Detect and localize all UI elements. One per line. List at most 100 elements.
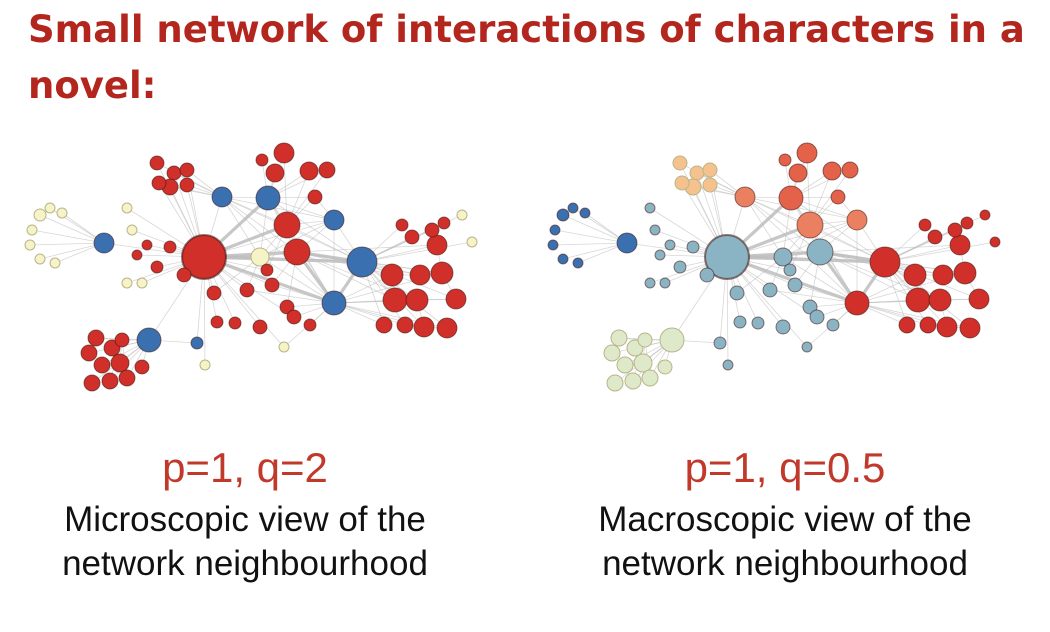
network-node	[556, 208, 570, 222]
network-edge	[267, 197, 363, 263]
network-node	[672, 155, 688, 171]
network-edge	[809, 224, 858, 304]
network-left-nodes	[24, 142, 478, 392]
network-node	[110, 353, 130, 373]
network-node	[927, 229, 943, 245]
network-node	[689, 165, 705, 181]
network-right-svg	[547, 142, 1001, 392]
network-node	[239, 282, 255, 298]
params-label-right: p=1, q=0.5	[684, 444, 886, 491]
network-node	[409, 264, 431, 286]
network-node	[704, 234, 750, 280]
network-node	[841, 161, 859, 179]
network-edge	[361, 241, 473, 263]
network-node	[729, 285, 745, 301]
network-node	[436, 317, 458, 339]
network-node	[24, 239, 36, 251]
network-node	[278, 341, 290, 353]
network-edge	[562, 214, 628, 244]
network-node	[273, 211, 301, 239]
network-edge	[213, 256, 261, 294]
network-edge	[552, 242, 628, 246]
network-node	[664, 239, 676, 251]
network-node	[919, 316, 937, 334]
network-node	[822, 161, 842, 181]
network-node	[989, 236, 1001, 248]
network-edge	[286, 224, 335, 304]
network-node	[211, 186, 233, 208]
network-graph-left	[22, 135, 522, 405]
network-node	[674, 175, 690, 191]
network-node	[396, 316, 414, 334]
network-node	[404, 229, 420, 245]
description-left-line-1: Microscopic view of the	[64, 500, 426, 539]
network-node	[176, 267, 192, 283]
network-node	[869, 246, 901, 278]
network-node	[346, 246, 378, 278]
network-node	[149, 155, 165, 171]
network-node	[255, 185, 281, 211]
network-node	[303, 318, 317, 332]
network-node	[783, 263, 797, 277]
network-node	[606, 374, 624, 392]
network-node	[968, 288, 990, 310]
description-right-line-2: network neighbourhood	[602, 544, 968, 583]
network-node	[947, 222, 963, 238]
network-node	[101, 372, 119, 390]
network-node	[788, 163, 808, 183]
network-edge	[221, 196, 335, 221]
network-node	[557, 253, 569, 265]
network-node	[179, 162, 195, 178]
network-node	[210, 315, 224, 329]
network-node	[430, 261, 454, 285]
network-node	[114, 332, 130, 348]
network-node	[844, 290, 870, 316]
network-node	[150, 260, 164, 274]
network-node	[826, 318, 840, 332]
network-node	[830, 189, 846, 205]
network-node	[713, 336, 727, 350]
network-edge	[736, 256, 784, 294]
network-node	[905, 287, 931, 313]
network-edge	[884, 261, 980, 300]
network-node	[34, 253, 46, 265]
network-node	[624, 372, 642, 390]
network-node	[163, 240, 177, 254]
network-node	[918, 218, 932, 232]
network-node	[437, 216, 451, 230]
network-node	[286, 309, 302, 325]
network-node	[603, 344, 621, 362]
network-node	[773, 247, 793, 267]
network-node	[426, 234, 448, 256]
network-node	[141, 239, 153, 251]
network-node	[979, 209, 991, 221]
network-node	[134, 359, 150, 375]
network-edge	[782, 256, 858, 304]
network-node	[206, 285, 222, 301]
network-edge	[259, 256, 335, 304]
network-node	[734, 186, 756, 208]
slide-title: Small network of interactions of charact…	[28, 8, 1025, 107]
network-node	[960, 216, 974, 230]
network-right-nodes	[547, 142, 1001, 392]
network-node	[686, 240, 700, 254]
network-node	[424, 222, 440, 238]
network-edge	[769, 289, 858, 304]
network-right-edges	[552, 152, 996, 384]
network-node	[126, 224, 138, 236]
network-node	[787, 277, 803, 293]
network-node	[321, 290, 347, 316]
network-node	[49, 257, 61, 269]
network-node	[181, 234, 227, 280]
network-node	[932, 264, 954, 286]
network-node	[953, 261, 977, 285]
network-edge	[744, 196, 784, 258]
network-node	[702, 162, 718, 178]
network-node	[616, 356, 634, 374]
network-node	[659, 327, 685, 353]
network-node	[796, 211, 824, 239]
network-left-svg	[24, 142, 478, 392]
network-node	[283, 238, 311, 266]
network-node	[93, 232, 115, 254]
description-right: Macroscopic view of the network neighbou…	[535, 498, 1035, 586]
